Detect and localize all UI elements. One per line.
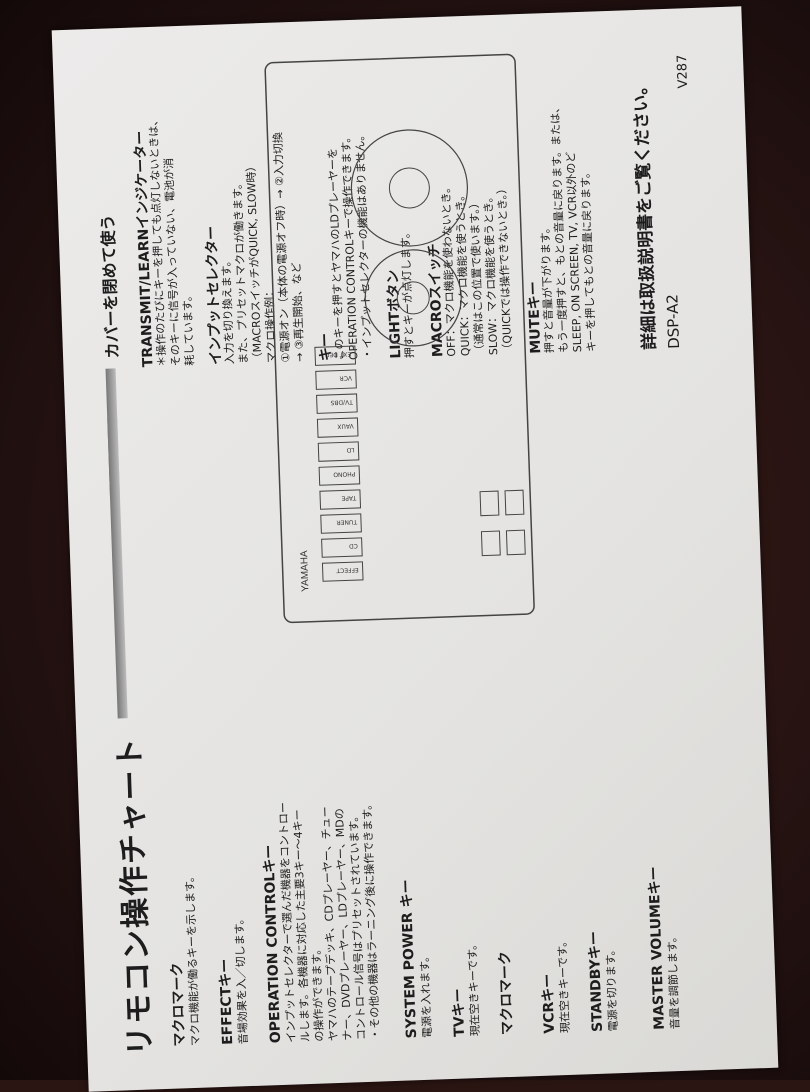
remote-brand: YAMAHA: [299, 550, 311, 592]
remote-key-label-3: TAPE: [341, 494, 357, 502]
operation-control-desc: インプットセレクターで選んだ機器をコントロー ルします。各機器に対応した主要3キ…: [276, 798, 383, 1043]
tv-key-label: TVキー: [450, 988, 469, 1038]
tv-button: [480, 530, 501, 557]
remote-key-7: [316, 393, 358, 414]
cover-title-rule: [105, 368, 121, 499]
system-power-label: SYSTEM POWER キー: [398, 879, 421, 1039]
remote-key-8: [315, 369, 357, 390]
remote-key-label-5: LD: [346, 446, 355, 453]
remote-key-label-1: CD: [349, 542, 358, 549]
transmit-indicator-desc: ＊操作のたびにキーを押しても点灯しないときは、 そのキーに信号が入っていない、電…: [146, 114, 197, 367]
vcr-key-label: VCRキー: [539, 973, 558, 1034]
tv-key-desc: 現在空きキーです。: [465, 938, 483, 1037]
remote-diagram: YAMAHA EFFECT CD TUNER TAPE PHONO LD VAUX TV/DB…: [264, 53, 535, 624]
remote-key-label-4: PHONO: [333, 470, 356, 478]
remote-key-9: [314, 345, 357, 366]
operation-dial: [364, 249, 462, 347]
standby-key-desc: 電源を切ります。: [603, 944, 620, 1032]
standby-button: [504, 489, 525, 516]
remote-outline: [264, 53, 535, 624]
remote-key-label-7: TV/DBS: [330, 398, 354, 406]
vcr-button: [479, 490, 500, 517]
remote-key-2: [320, 513, 362, 534]
footer-note: 詳細は取扱説明書をご覧ください。: [630, 77, 661, 351]
master-volume-desc: 音量を調節します。: [665, 931, 682, 1030]
remote-key-1: [321, 537, 363, 558]
sheet-content: リモコン操作チャート カバーを閉めて使う マクロマーク マクロ機能が働るキーを示…: [64, 17, 760, 1079]
remote-key-label-8: VCR: [339, 374, 352, 381]
macro-mark-label-2: マクロマーク: [497, 950, 517, 1036]
input-keys: EFFECT CD TUNER TAPE PHONO LD VAUX TV/DBS VCR EXT…: [314, 345, 364, 582]
remote-key-3: [319, 489, 362, 510]
master-volume-label: MASTER VOLUMEキー: [646, 866, 668, 1031]
cover-title: カバーを閉めて使う: [98, 214, 123, 359]
remote-key-6: [316, 417, 359, 438]
remote-key-4: [318, 465, 361, 486]
vcr-key-desc: 現在空きキーです。: [555, 935, 572, 1034]
page-title: リモコン操作チャート: [112, 735, 159, 1057]
volume-dial: [350, 129, 468, 247]
model-number: DSP-A2: [663, 293, 684, 350]
mute-center: [388, 167, 430, 209]
operation-center: [396, 281, 430, 315]
page-code: V287: [674, 54, 692, 89]
remote-key-0: [321, 561, 364, 582]
mute-key-desc: 押すと音量が下がります。 もう一度押すと、もとの音量に戻ります。または、 SLE…: [538, 101, 599, 354]
system-power-desc: 電源を入れます。: [418, 950, 435, 1039]
remote-key-label-0: EFFECT: [336, 566, 359, 574]
system-power-button: [505, 529, 526, 556]
instruction-sheet: リモコン操作チャート カバーを閉めて使う マクロマーク マクロ機能が働るキーを示…: [51, 6, 779, 1092]
remote-key-label-6: VAUX: [337, 422, 354, 430]
remote-key-label-9: EXT DEC: [325, 350, 351, 358]
remote-key-5: [317, 441, 360, 462]
remote-key-label-2: TUNER: [336, 518, 358, 526]
